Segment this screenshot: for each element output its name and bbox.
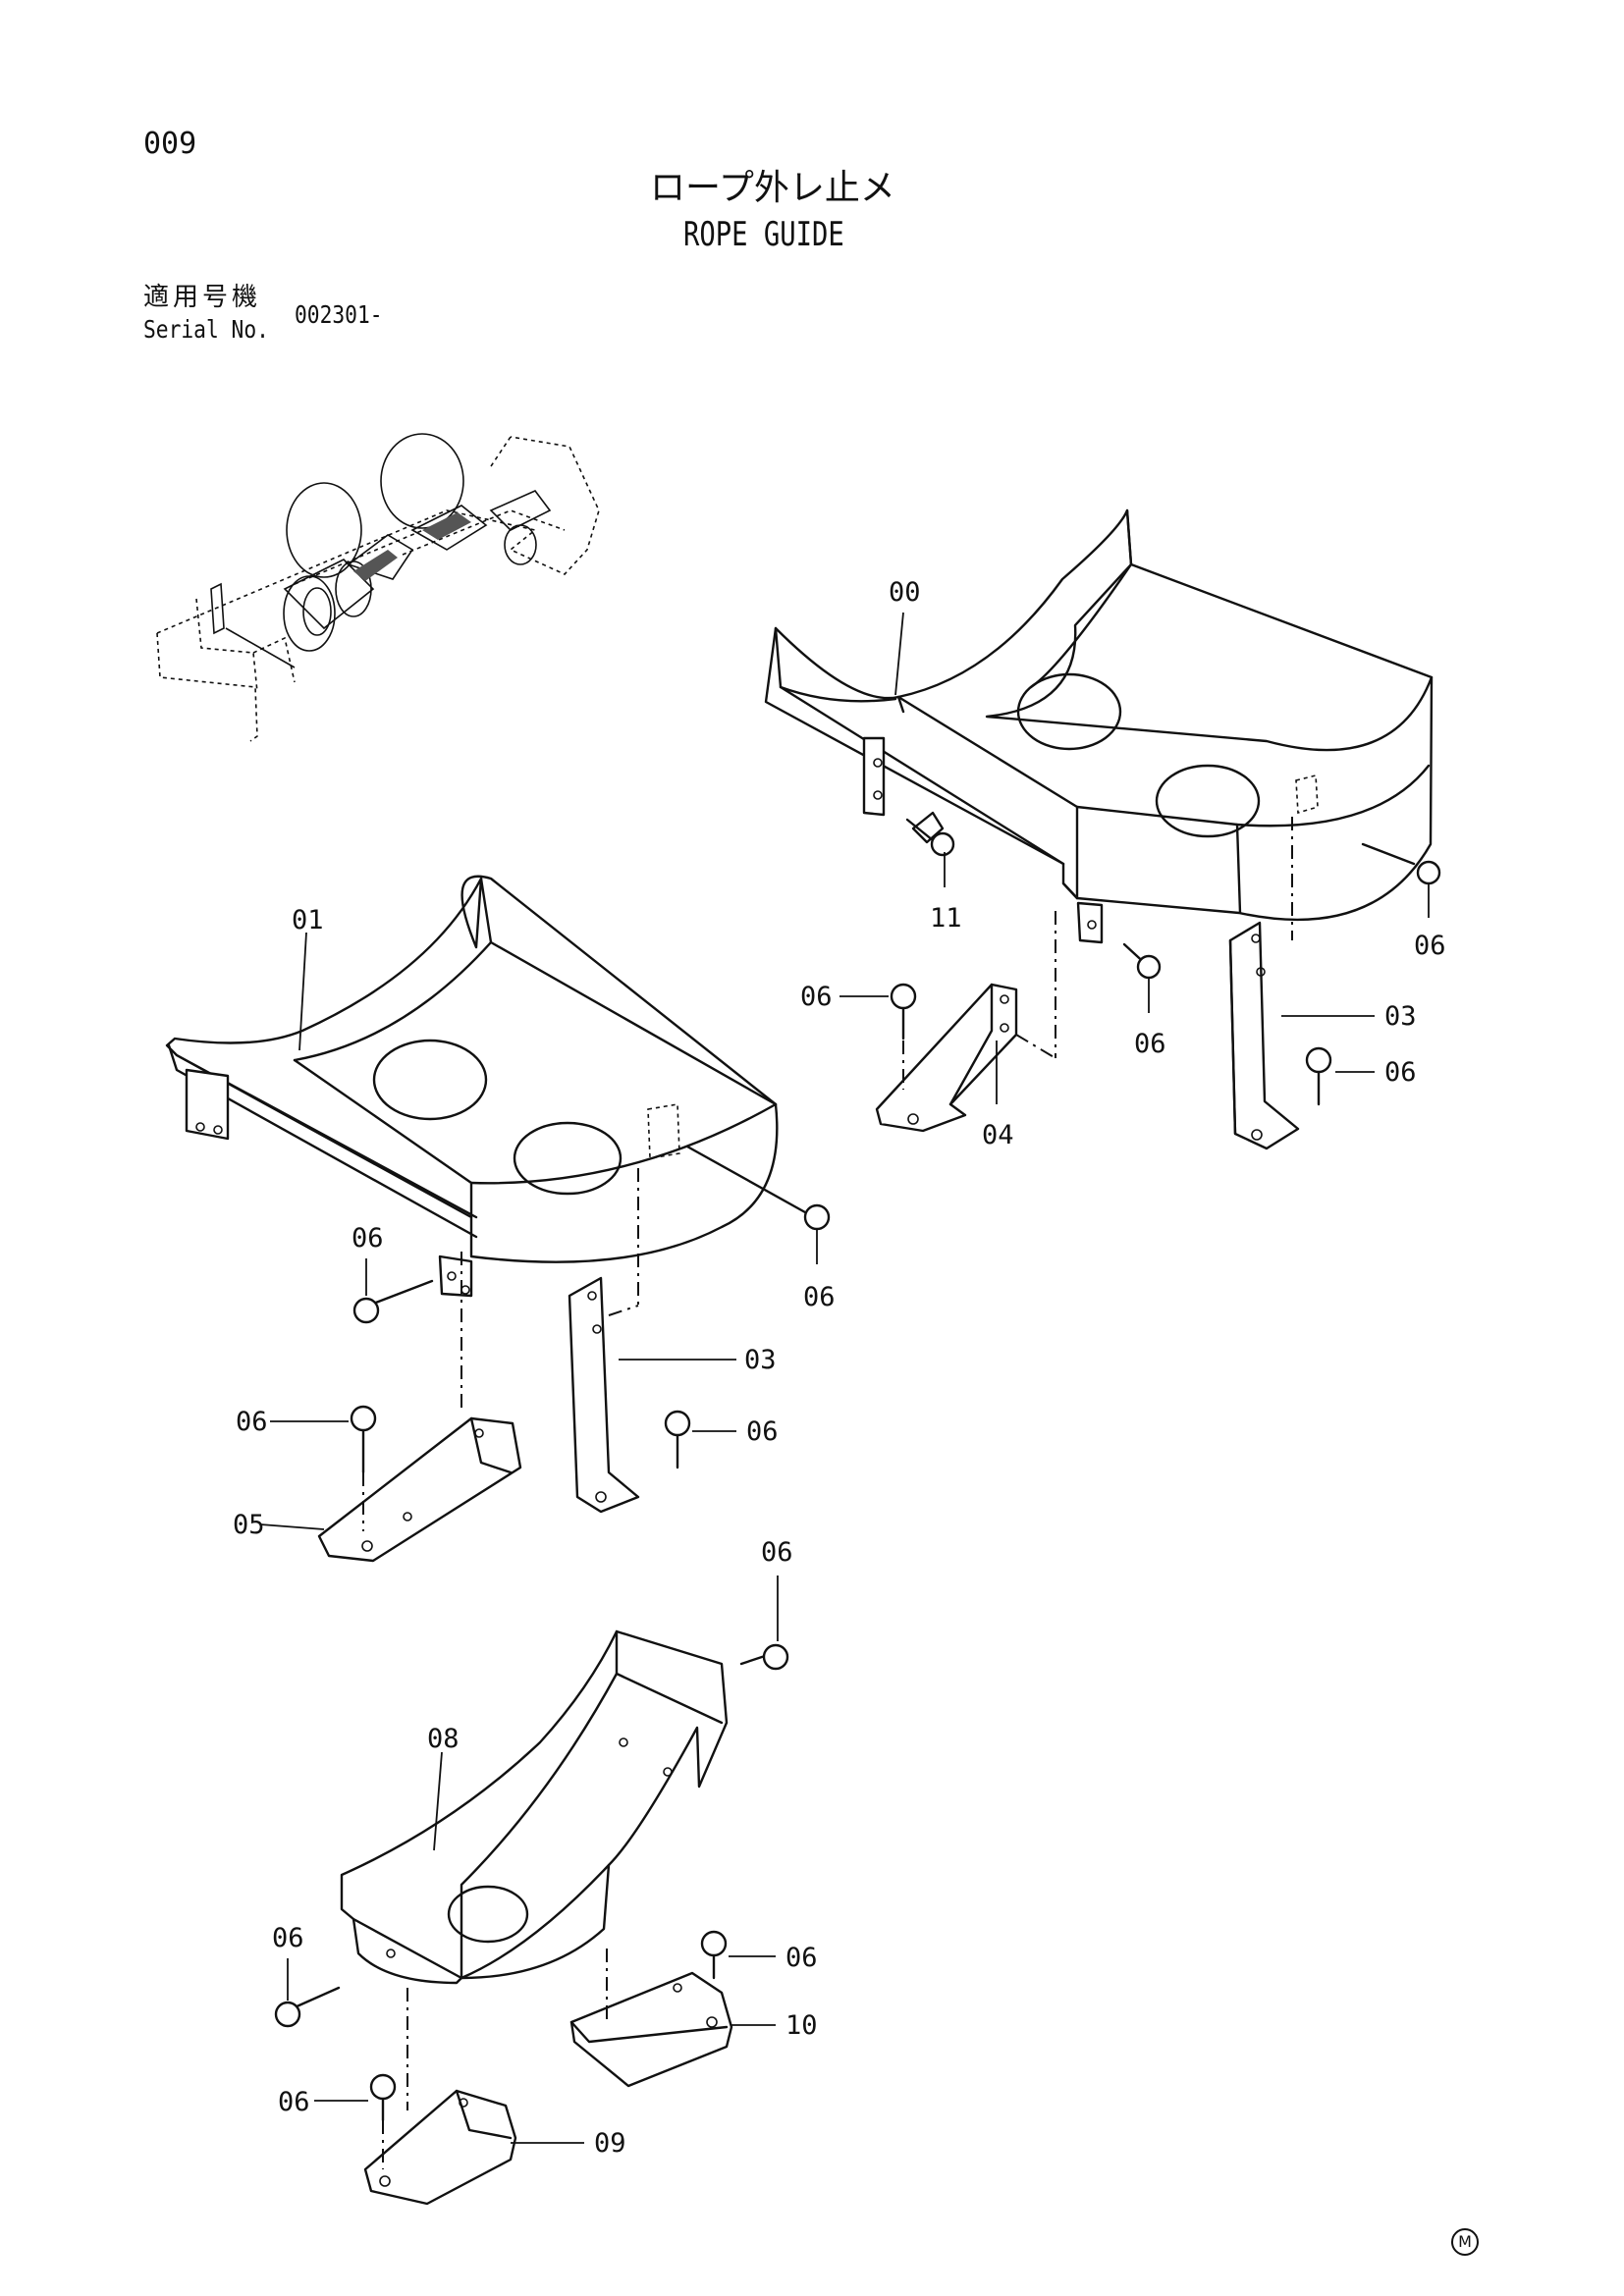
- bracket-03-upper: [1228, 817, 1300, 1150]
- callout-04: 04: [982, 1120, 1014, 1150]
- serial-number-value: 002301-: [295, 300, 383, 329]
- bracket-10: [569, 1949, 733, 2088]
- callout-11: 11: [930, 903, 962, 934]
- rope-guide-assembly-01: [165, 875, 779, 1298]
- bracket-09: [363, 1988, 517, 2206]
- bolts-middle: [350, 1145, 831, 1531]
- callout-03: 03: [744, 1345, 777, 1375]
- bolts-upper: [890, 811, 1441, 1106]
- bracket-04: [875, 911, 1056, 1133]
- callout-06: 06: [236, 1407, 268, 1437]
- serial-label-japanese: 適用号機: [143, 283, 262, 312]
- location-overview-thumbnail: [156, 433, 600, 742]
- callout-05: 05: [233, 1510, 265, 1540]
- serial-label-english: Serial No.: [143, 315, 269, 344]
- maker-mark-icon: M: [1451, 2228, 1479, 2256]
- callout-06: 06: [352, 1223, 384, 1254]
- callout-06: 06: [272, 1923, 304, 1953]
- callout-01: 01: [292, 905, 324, 935]
- callout-06: 06: [746, 1416, 779, 1447]
- callout-06: 06: [1134, 1029, 1166, 1059]
- callout-06: 06: [800, 982, 833, 1012]
- callout-06: 06: [761, 1537, 793, 1568]
- callout-labels: 00 11 06 06 06 06 03 04 01 06 06 03 06 0…: [233, 577, 1446, 2159]
- callout-08: 08: [427, 1724, 460, 1754]
- callout-06: 06: [785, 1943, 818, 1973]
- bracket-03-middle: [568, 1168, 640, 1514]
- callout-06: 06: [278, 2087, 310, 2117]
- rope-guide-08: [340, 1629, 729, 1985]
- rope-guide-assembly-00: [764, 508, 1434, 944]
- callout-09: 09: [594, 2128, 626, 2159]
- bolts-lower: [274, 1643, 789, 2169]
- bracket-05: [317, 1252, 522, 1563]
- callout-06: 06: [1414, 931, 1446, 961]
- title-english: ROPE GUIDE: [683, 215, 844, 254]
- page-number: 009: [143, 127, 197, 161]
- leader-lines: [259, 612, 1430, 2144]
- callout-06: 06: [1384, 1057, 1417, 1088]
- callout-06: 06: [803, 1282, 836, 1312]
- callout-00: 00: [889, 577, 921, 608]
- callout-03: 03: [1384, 1001, 1417, 1032]
- callout-10: 10: [785, 2010, 818, 2041]
- title-japanese: ロープ外レ止メ: [650, 168, 895, 208]
